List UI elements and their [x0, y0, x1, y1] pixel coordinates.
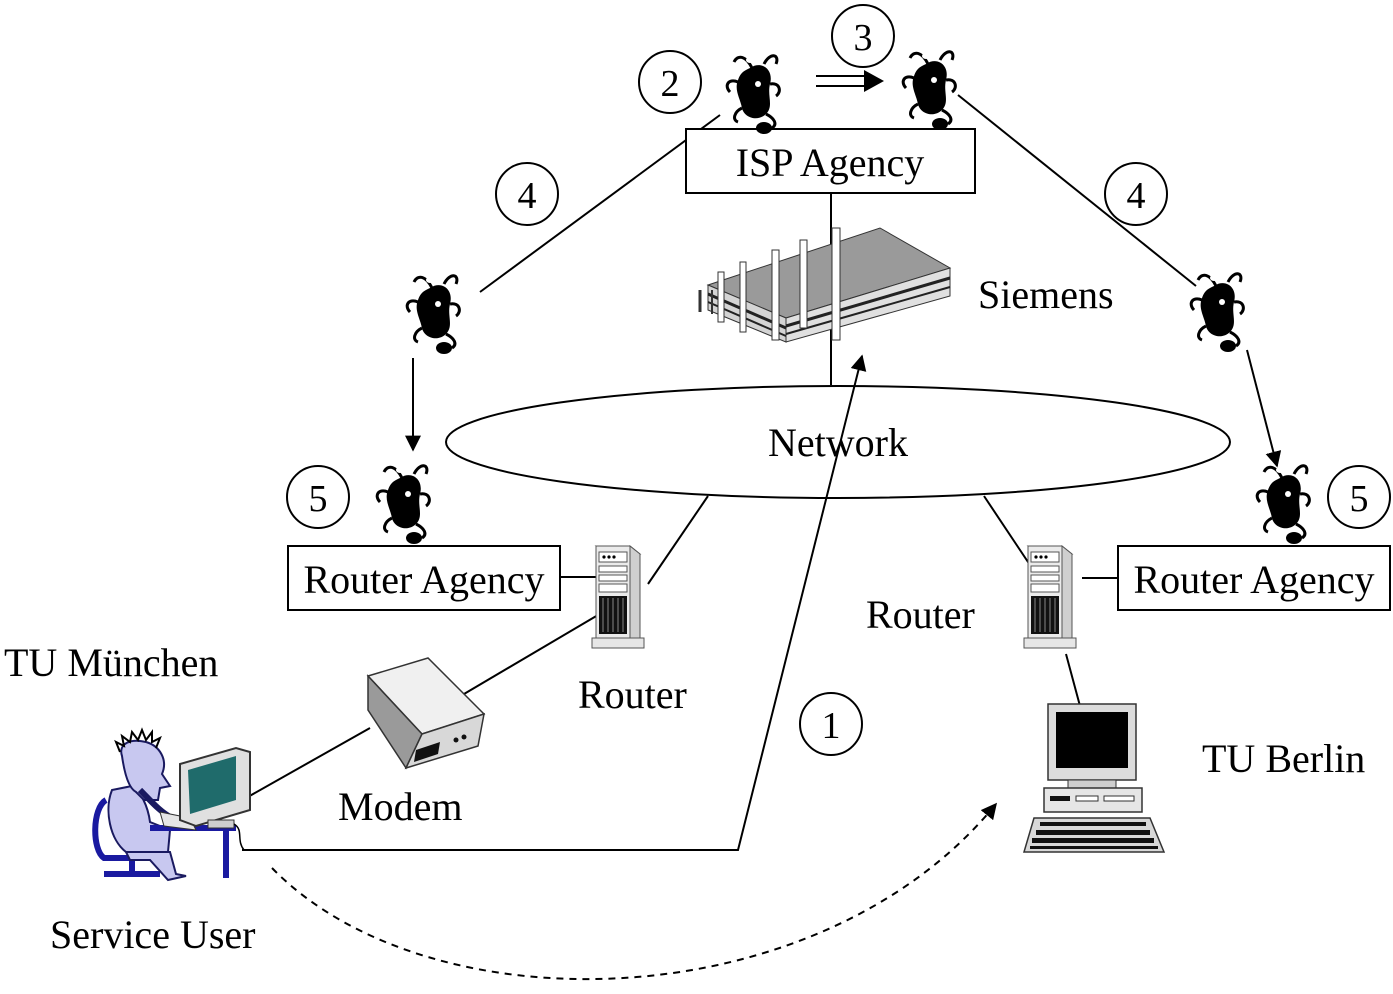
mobile-agent-icon-right: [1189, 272, 1245, 354]
mobile-agent-icon-left: [405, 274, 461, 356]
router-agency-right-box[interactable]: [1117, 545, 1391, 611]
isp-agency-label: ISP Agency: [736, 140, 925, 185]
network-label: Network: [768, 420, 908, 465]
router-right-label: Router: [866, 592, 975, 637]
router-server-icon-left: [591, 545, 645, 649]
svg-text:3: 3: [854, 17, 873, 59]
workstation-icon: [1022, 703, 1166, 853]
step1-request-arrow: [242, 354, 867, 851]
agent4-right-down-arrow: [1246, 349, 1282, 468]
user-to-berlin-dashed-arrow: [271, 802, 998, 980]
svg-text:5: 5: [1350, 478, 1369, 520]
tu-muenchen-label: TU München: [4, 640, 218, 685]
modem-to-router-line: [463, 614, 599, 695]
svg-text:5: 5: [309, 478, 328, 520]
step3-transfer-arrow: [816, 70, 884, 92]
step-3-marker: 3: [831, 4, 895, 68]
agent3-to-agent4right-line: [957, 94, 1197, 287]
agent2-to-agent4left-line: [479, 114, 721, 293]
modem-label: Modem: [338, 784, 462, 829]
step-5-left-marker: 5: [286, 465, 350, 529]
modem-icon: [366, 657, 486, 770]
isp-agency-box[interactable]: [685, 128, 976, 194]
router-agency-left-label: Router Agency: [303, 557, 544, 602]
step-4-right-marker: 4: [1104, 162, 1168, 226]
building-icon: [698, 227, 952, 343]
step-2-marker: 2: [638, 50, 702, 114]
user-to-modem-line: [245, 727, 371, 799]
mobile-agent-icon-step2: [725, 54, 781, 136]
router-agency-right-label: Router Agency: [1133, 557, 1374, 602]
step-5-right-marker: 5: [1327, 465, 1391, 529]
siemens-label: Siemens: [978, 272, 1114, 317]
flow-arrows: [242, 349, 1282, 980]
step-1-marker: 1: [799, 692, 863, 756]
svg-text:4: 4: [1127, 175, 1146, 217]
mobile-agent-icon-router-right: [1255, 464, 1311, 546]
svg-text:1: 1: [822, 705, 841, 747]
service-user-label: Service User: [50, 912, 255, 957]
router-agency-left-box[interactable]: [287, 545, 561, 611]
right-router-to-workstation-line: [1065, 653, 1081, 707]
connection-lines: [245, 94, 1197, 799]
tu-berlin-label: TU Berlin: [1202, 736, 1365, 781]
mobile-agent-icon-step3: [901, 50, 957, 132]
network-ellipse: [445, 385, 1231, 499]
step-4-left-marker: 4: [495, 162, 559, 226]
mobile-agent-icon-router-left: [375, 464, 431, 546]
router-left-label: Router: [578, 672, 687, 717]
network-to-left-router-line: [647, 495, 709, 585]
svg-text:4: 4: [518, 175, 537, 217]
router-server-icon-right: [1023, 545, 1077, 649]
user-at-computer-icon: [92, 727, 251, 882]
svg-text:2: 2: [661, 63, 680, 105]
